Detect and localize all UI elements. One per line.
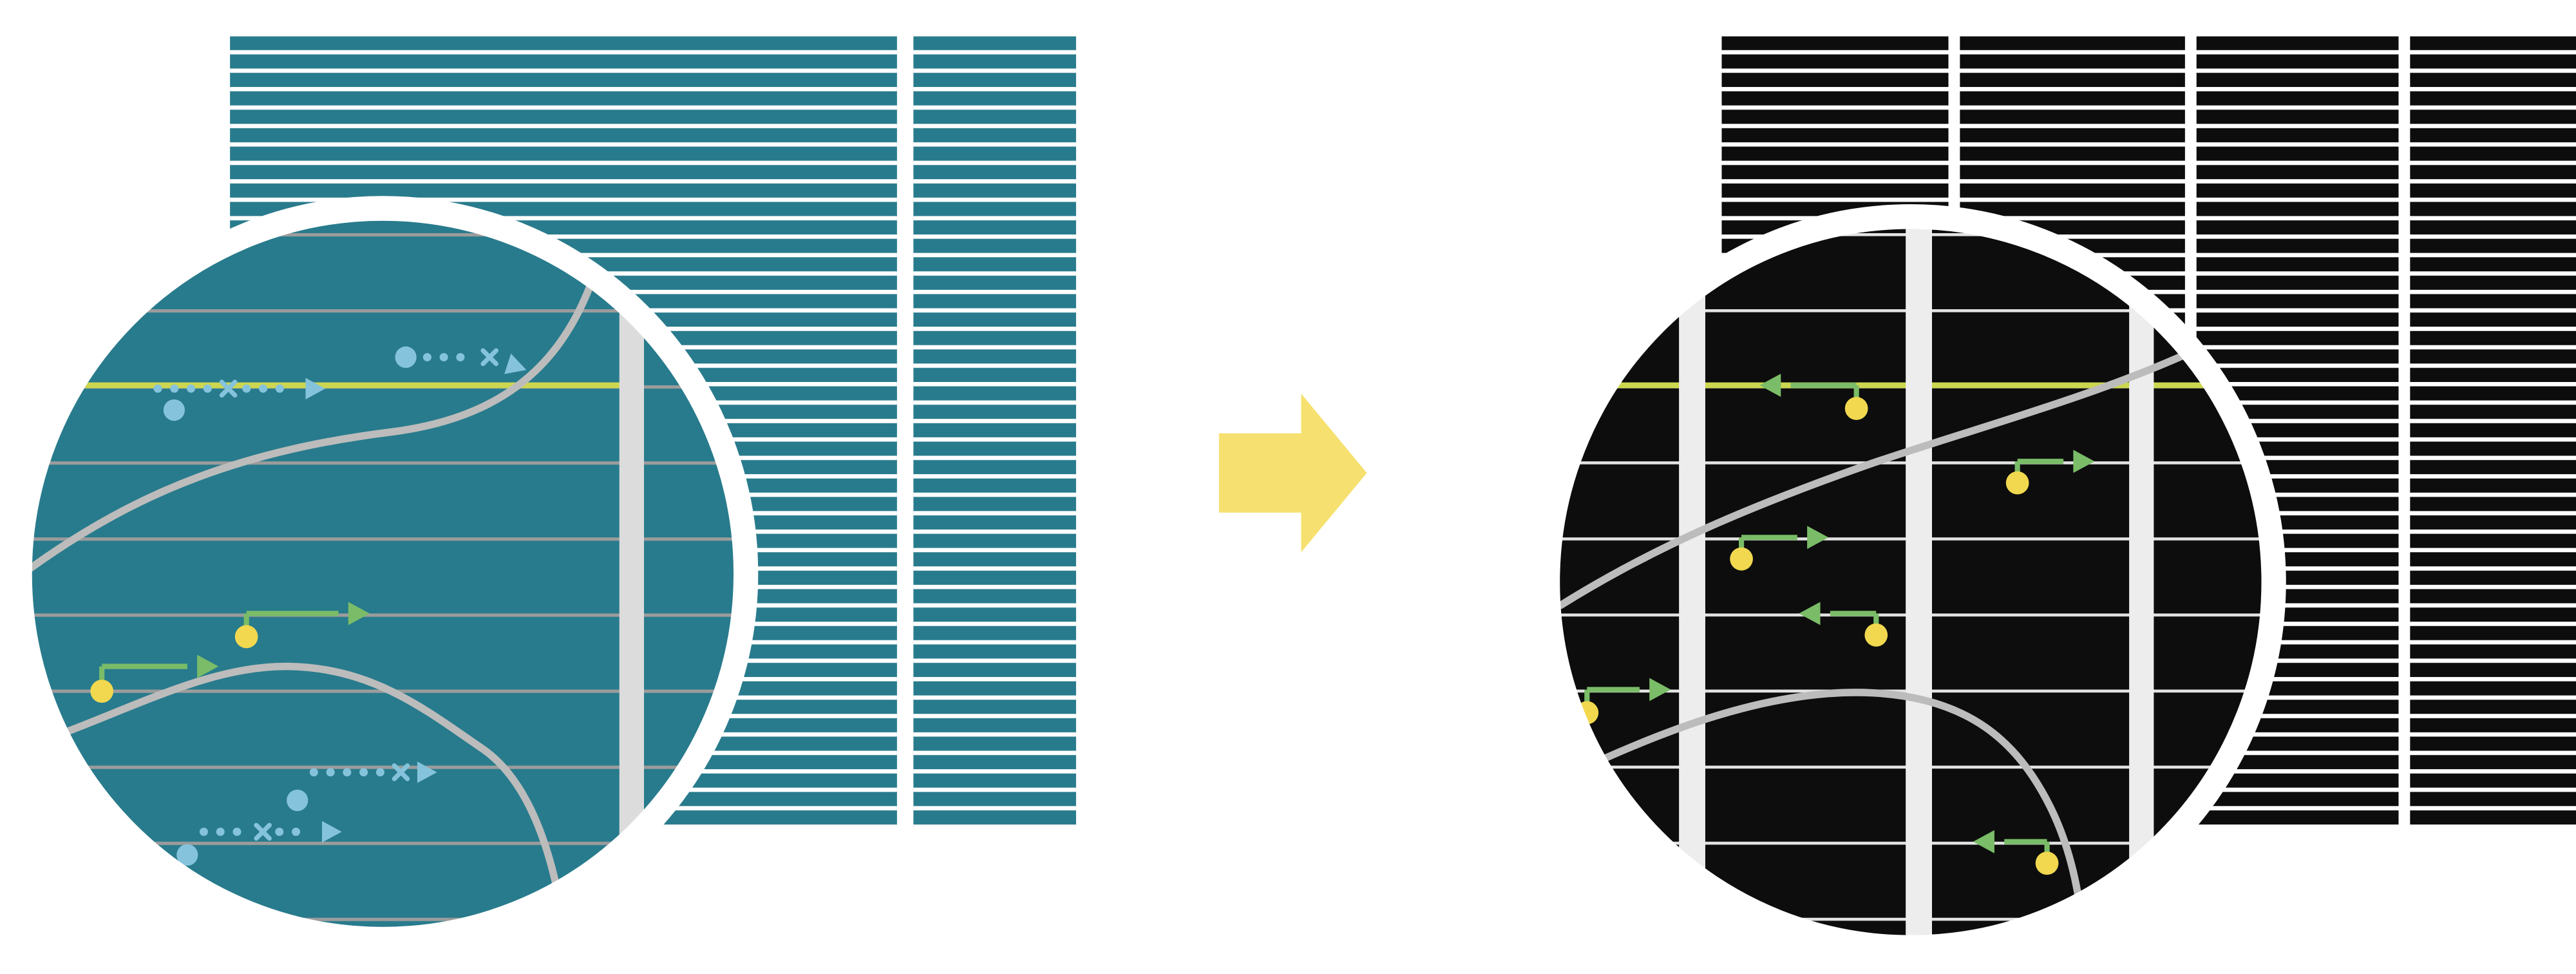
carrier-arrowhead-icon — [348, 602, 370, 625]
carrier-arrowhead-icon — [1973, 830, 1994, 854]
carrier-dot — [1730, 547, 1753, 571]
right-busbar-2 — [1906, 228, 1932, 936]
electron-path-4 — [176, 821, 342, 866]
electron-dot — [176, 844, 198, 866]
carrier-dot — [2005, 471, 2029, 495]
carrier-path-6 — [1973, 830, 2059, 875]
electron-dot — [163, 399, 185, 421]
left-cell-side-panel-fingers — [913, 36, 1076, 827]
recombination-x-icon — [480, 348, 498, 367]
right-magnifier-ring — [1535, 204, 2286, 960]
electron-path-2 — [153, 377, 326, 421]
electron-arrowhead-icon — [504, 353, 527, 374]
grain-boundary-upper — [31, 238, 609, 573]
carrier-dot — [90, 680, 114, 703]
recombination-x-icon — [254, 823, 272, 841]
carrier-path-1 — [1759, 374, 1868, 421]
left-magnifier-content — [31, 220, 735, 928]
electron-arrowhead-icon — [305, 377, 326, 399]
carrier-arrowhead-icon — [1649, 678, 1671, 702]
carrier-path-1 — [234, 602, 370, 649]
carrier-arrowhead-icon — [1799, 602, 1821, 625]
right-magnifier — [1535, 204, 2286, 960]
carrier-path-3 — [1730, 526, 1829, 571]
electron-arrowhead-icon — [417, 761, 437, 783]
grain-boundary-lower — [1560, 689, 2087, 936]
left-busbar — [619, 220, 644, 928]
carrier-path-2 — [2005, 450, 2095, 495]
grain-boundary-upper — [1558, 343, 2206, 609]
left-magnifier-finger-lines — [31, 220, 735, 928]
carrier-dot — [1844, 397, 1868, 421]
left-magnifier — [7, 196, 759, 952]
carrier-dot — [2035, 852, 2059, 875]
carrier-dot — [1864, 623, 1888, 647]
carrier-arrowhead-icon — [197, 654, 219, 678]
electron-dot — [287, 789, 308, 812]
carrier-arrowhead-icon — [1807, 526, 1829, 549]
grain-boundary-lower — [31, 662, 569, 928]
carrier-path-4 — [1799, 602, 1888, 647]
electron-path-1 — [395, 346, 527, 374]
recombination-x-icon — [392, 763, 410, 781]
carrier-arrowhead-icon — [1759, 374, 1781, 397]
carrier-path-2 — [90, 654, 219, 703]
right-busbar-1 — [1679, 228, 1705, 936]
electron-path-3 — [287, 761, 437, 812]
electron-arrowhead-icon — [322, 821, 342, 843]
electron-dot — [395, 346, 417, 368]
right-busbar-3 — [2129, 228, 2154, 936]
carrier-dot — [234, 625, 258, 649]
recombination-x-icon — [219, 379, 238, 398]
left-magnifier-ring — [7, 196, 759, 952]
carrier-arrowhead-icon — [2073, 450, 2095, 473]
carrier-path-5 — [1575, 678, 1671, 725]
right-magnifier-content — [1558, 228, 2262, 936]
transition-arrow-icon — [1218, 393, 1367, 553]
